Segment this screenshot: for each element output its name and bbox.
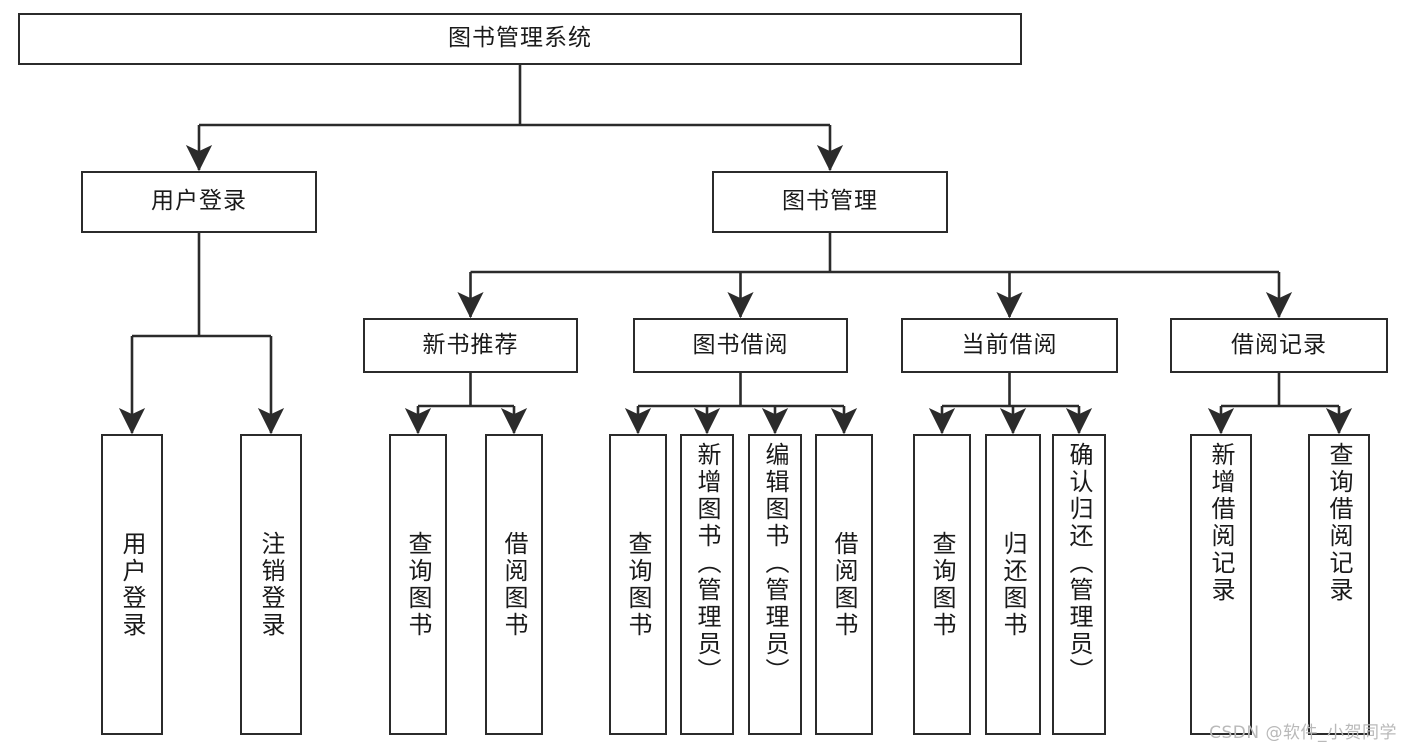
node-label: 查询图书 (404, 530, 432, 639)
node-label: 新书推荐 (422, 331, 519, 358)
node-records[interactable]: 借阅记录 (1170, 318, 1388, 373)
node-c-return[interactable]: 归还图书 (985, 434, 1041, 735)
edge-paths (118, 65, 1353, 435)
node-current[interactable]: 当前借阅 (901, 318, 1118, 373)
node-r-add[interactable]: 新增借阅记录 (1190, 434, 1252, 735)
node-l-login[interactable]: 用户登录 (101, 434, 163, 735)
node-l-logout[interactable]: 注销登录 (240, 434, 302, 735)
node-login[interactable]: 用户登录 (81, 171, 317, 233)
node-label: 借阅图书 (830, 530, 858, 639)
node-label: 查询图书 (624, 530, 652, 639)
node-n-query[interactable]: 查询图书 (389, 434, 447, 735)
node-r-query[interactable]: 查询借阅记录 (1308, 434, 1370, 735)
node-label: 借阅图书 (500, 530, 528, 639)
node-label: 注销登录 (257, 530, 285, 639)
node-root[interactable]: 图书管理系统 (18, 13, 1022, 65)
node-b-lend[interactable]: 借阅图书 (815, 434, 873, 735)
node-n-borrow[interactable]: 借阅图书 (485, 434, 543, 735)
node-label: 图书管理 (782, 188, 878, 215)
node-label: 确认归还（管理员） (1065, 442, 1093, 685)
node-label: 归还图书 (999, 530, 1027, 639)
node-b-edit[interactable]: 编辑图书（管理员） (748, 434, 802, 735)
node-label: 查询图书 (928, 530, 956, 639)
node-label: 新增图书（管理员） (693, 442, 721, 685)
node-b-add[interactable]: 新增图书（管理员） (680, 434, 734, 735)
node-label: 编辑图书（管理员） (761, 442, 789, 685)
node-label: 用户登录 (118, 530, 146, 639)
node-newbook[interactable]: 新书推荐 (363, 318, 578, 373)
node-label: 借阅记录 (1231, 331, 1327, 358)
node-label: 用户登录 (151, 188, 247, 215)
node-label: 图书借阅 (692, 331, 789, 358)
node-b-query[interactable]: 查询图书 (609, 434, 667, 735)
node-label: 新增借阅记录 (1207, 442, 1235, 604)
node-c-query[interactable]: 查询图书 (913, 434, 971, 735)
node-label: 当前借阅 (961, 331, 1058, 358)
node-c-confirm[interactable]: 确认归还（管理员） (1052, 434, 1106, 735)
node-bookmgmt[interactable]: 图书管理 (712, 171, 948, 233)
node-label: 图书管理系统 (448, 25, 592, 52)
node-borrow[interactable]: 图书借阅 (633, 318, 848, 373)
node-label: 查询借阅记录 (1325, 442, 1353, 604)
